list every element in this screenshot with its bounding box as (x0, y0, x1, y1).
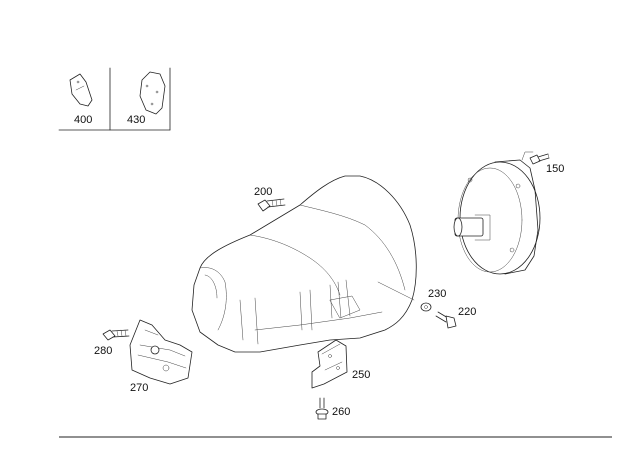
part-270-mount[interactable] (129, 319, 193, 385)
torque-converter[interactable] (453, 151, 541, 275)
label-230: 230 (428, 288, 446, 300)
part-400-gasket[interactable] (69, 73, 93, 107)
part-260-bolt[interactable] (315, 397, 329, 420)
label-400: 400 (74, 114, 92, 126)
label-200: 200 (254, 186, 272, 198)
part-230-washer[interactable] (420, 302, 432, 312)
part-280-bolt[interactable] (102, 329, 130, 341)
part-150-bolt[interactable] (529, 153, 550, 165)
inset-box (58, 67, 171, 131)
part-250-bracket[interactable] (311, 339, 348, 389)
part-220-bolt[interactable] (435, 311, 457, 329)
label-430: 430 (127, 114, 145, 126)
transmission-housing[interactable] (191, 175, 417, 353)
label-250: 250 (352, 369, 370, 381)
part-430-cover-plate[interactable] (139, 71, 166, 115)
label-150: 150 (546, 163, 564, 175)
label-260: 260 (332, 406, 350, 418)
label-280: 280 (94, 345, 112, 357)
part-200-bolt[interactable] (257, 198, 286, 212)
label-270: 270 (130, 382, 148, 394)
label-220: 220 (458, 306, 476, 318)
